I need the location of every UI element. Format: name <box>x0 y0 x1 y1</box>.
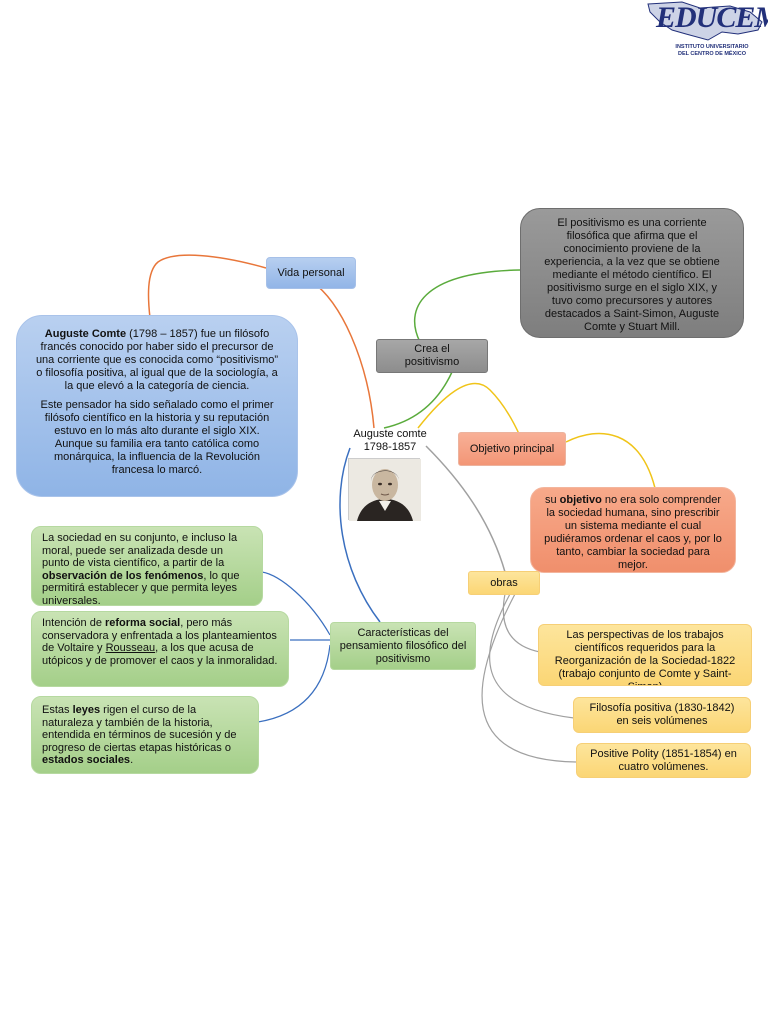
comte-name: Auguste Comte <box>45 328 126 340</box>
comte-portrait-image <box>349 459 421 521</box>
caracteristica-3-pre: Estas <box>42 704 73 716</box>
obra-1: Las perspectivas de los trabajos científ… <box>538 624 752 686</box>
obra-3: Positive Polity (1851-1854) en cuatro vo… <box>576 743 751 778</box>
logo-wordmark: EDUCEM <box>656 2 764 34</box>
crea-positivismo-label: Crea el positivismo <box>397 343 467 369</box>
caracteristica-1: La sociedad en su conjunto, e incluso la… <box>31 526 263 606</box>
rousseau-link[interactable]: Rousseau <box>106 642 156 654</box>
obra-3-text: Positive Polity (1851-1854) en cuatro vo… <box>585 748 742 774</box>
obras-node[interactable]: obras <box>468 571 540 595</box>
logo-line-2: DEL CENTRO DE MÉXICO <box>660 51 764 58</box>
connector-objetivo-detail <box>566 433 655 488</box>
comte-portrait <box>348 458 420 520</box>
vida-personal-paragraph-1: Auguste Comte (1798 – 1857) fue un filós… <box>35 328 279 393</box>
caracteristicas-node[interactable]: Características del pensamiento filosófi… <box>330 622 476 670</box>
objetivo-label: Objetivo principal <box>470 443 554 456</box>
central-title-years: 1798-1857 <box>344 441 436 454</box>
obra-2: Filosofía positiva (1830-1842) en seis v… <box>573 697 751 733</box>
connector-obras-1 <box>503 594 540 652</box>
objetivo-detail: su objetivo no era solo comprender la so… <box>530 487 736 573</box>
vida-personal-detail: Auguste Comte (1798 – 1857) fue un filós… <box>16 315 298 497</box>
vida-personal-node[interactable]: Vida personal <box>266 257 356 289</box>
vida-personal-label: Vida personal <box>277 267 344 280</box>
connector-crea-detail <box>415 270 520 342</box>
positivismo-detail-text: El positivismo es una corriente filosófi… <box>544 217 720 333</box>
caracteristica-1-bold: observación de los fenómenos <box>42 570 203 582</box>
caracteristica-3-post: . <box>130 754 133 766</box>
objetivo-node[interactable]: Objetivo principal <box>458 432 566 466</box>
objetivo-detail-pre: su <box>545 494 560 506</box>
connector-vida-personal <box>312 282 374 428</box>
crea-positivismo-node[interactable]: Crea el positivismo <box>376 339 488 373</box>
obra-1-text: Las perspectivas de los trabajos científ… <box>555 629 735 686</box>
logo-line-1: INSTITUTO UNIVERSITARIO <box>660 44 764 51</box>
obras-label: obras <box>490 577 518 590</box>
obra-2-text: Filosofía positiva (1830-1842) en seis v… <box>582 702 742 728</box>
caracteristica-2-bold: reforma social <box>105 617 180 629</box>
vida-personal-paragraph-2: Este pensador ha sido señalado como el p… <box>35 399 279 477</box>
caracteristica-1-pre: La sociedad en su conjunto, e incluso la… <box>42 532 237 569</box>
caracteristica-2: Intención de reforma social, pero más co… <box>31 611 289 687</box>
positivismo-detail: El positivismo es una corriente filosófi… <box>520 208 744 338</box>
educem-logo: EDUCEM INSTITUTO UNIVERSITARIO DEL CENTR… <box>642 0 766 62</box>
caracteristica-2-pre: Intención de <box>42 617 105 629</box>
objetivo-detail-bold: objetivo <box>560 494 602 506</box>
caracteristica-3: Estas leyes rigen el curso de la natural… <box>31 696 259 774</box>
caracteristica-3-bold-1: leyes <box>73 704 101 716</box>
central-title-name: Auguste comte <box>344 428 436 441</box>
central-title: Auguste comte 1798-1857 <box>344 428 436 454</box>
connector-vida-detail <box>148 255 266 318</box>
caracteristicas-label: Características del pensamiento filosófi… <box>331 627 475 666</box>
caracteristica-3-bold-2: estados sociales <box>42 754 130 766</box>
connector-crea <box>384 372 452 428</box>
